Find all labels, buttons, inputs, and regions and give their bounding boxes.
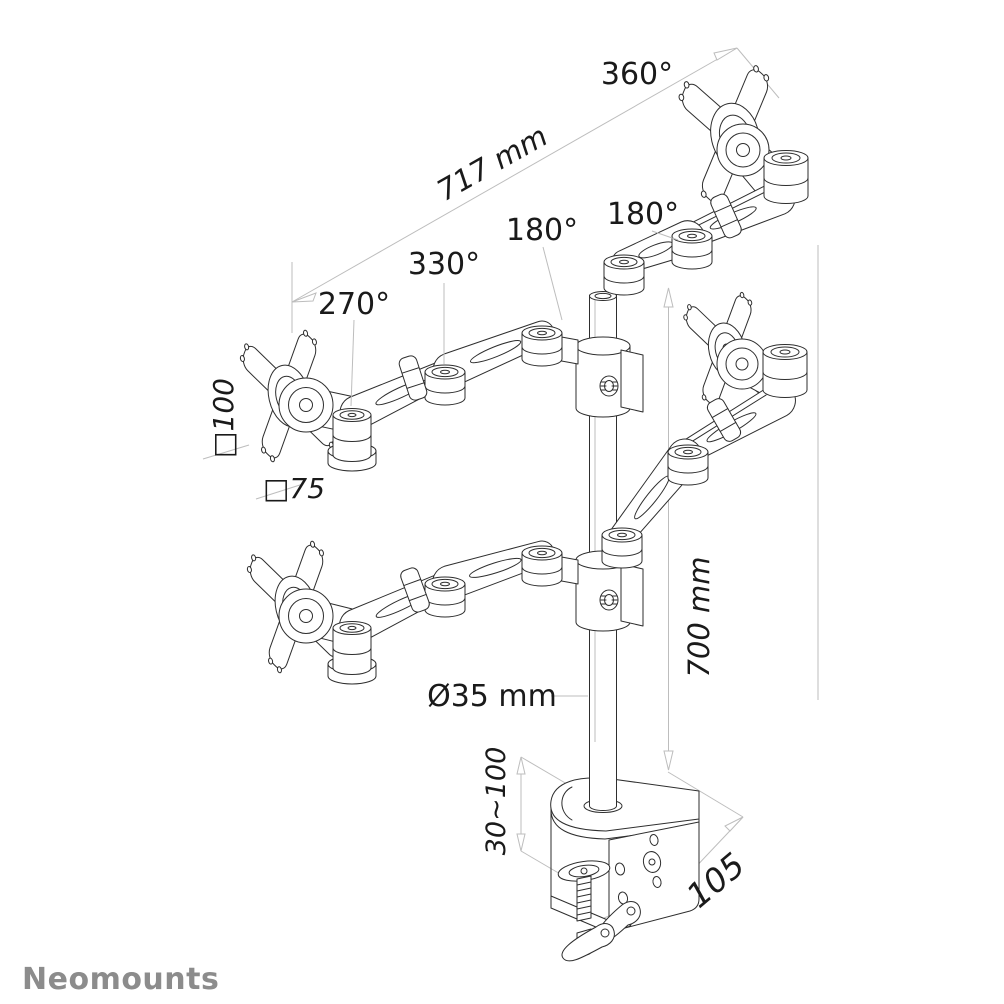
label-height-700: 700 mm xyxy=(682,556,716,677)
label-clamp-range: 30~100 xyxy=(481,747,512,856)
leader-lines xyxy=(351,231,678,696)
arm-chain-middle-right xyxy=(601,288,808,569)
label-rotation-330: 330° xyxy=(408,247,480,282)
label-swivel-360: 360° xyxy=(601,57,673,92)
label-rotation-270: 270° xyxy=(318,287,390,322)
label-rotation-180-right: 180° xyxy=(607,197,679,232)
label-diameter-35: Ø35 mm xyxy=(427,679,557,714)
neomounts-logo: Neomounts xyxy=(22,962,219,997)
arm-chain-upper-left xyxy=(235,313,578,472)
label-vesa-75: □75 xyxy=(263,472,325,505)
arm-chain-top-right xyxy=(603,60,809,296)
upper-pole-collar xyxy=(575,336,644,418)
desk-clamp xyxy=(551,742,699,961)
dimension-labels: 360° 717 mm 180° 180° 330° 270° □100 □75… xyxy=(207,57,752,915)
arm-chain-lower-left xyxy=(242,537,578,685)
label-vesa-100: □100 xyxy=(207,378,240,458)
label-rotation-180-left: 180° xyxy=(506,213,578,248)
